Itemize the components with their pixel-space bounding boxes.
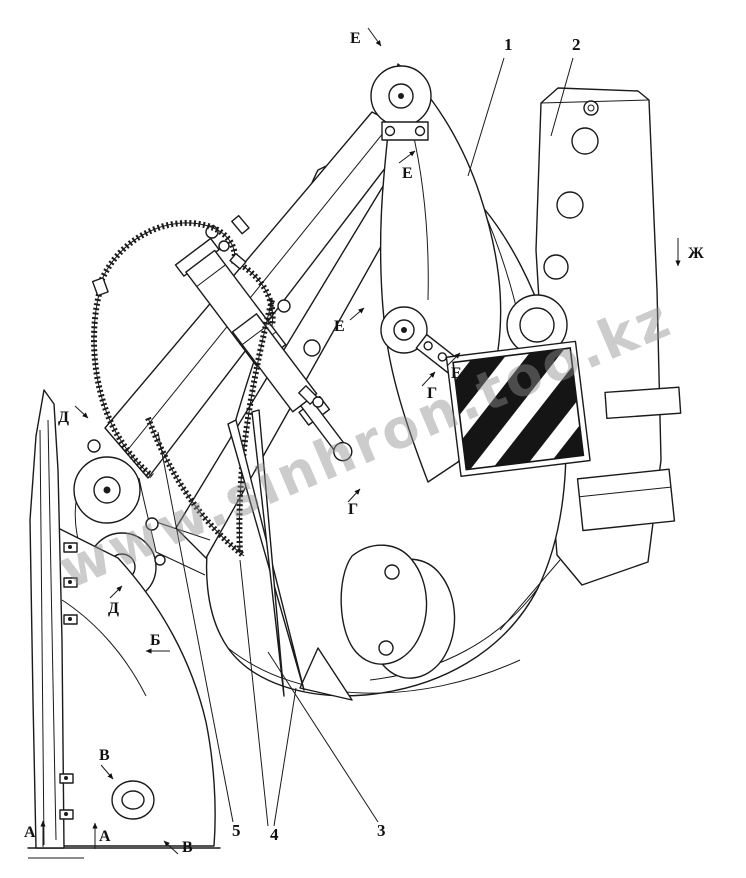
- cutting-edge-blade: [29, 389, 78, 849]
- hydraulic-hoses: [91, 219, 276, 479]
- hazard-plate: [445, 340, 591, 478]
- section-arrow: [421, 371, 436, 387]
- section-arrow: [347, 488, 361, 503]
- bucket-side-plate: [27, 527, 221, 859]
- tines: [227, 409, 305, 697]
- section-label-B: Б: [150, 632, 161, 649]
- section-label-G-upper: Г: [427, 385, 437, 402]
- section-label-Zh: Ж: [688, 245, 704, 262]
- section-label-E-top: Е: [350, 30, 361, 47]
- callout-3: 3: [377, 821, 386, 840]
- section-label-D-upper: Д: [58, 409, 69, 426]
- section-label-E-left: Е: [334, 318, 345, 335]
- section-arrow: [74, 405, 89, 419]
- section-arrow: [446, 352, 461, 367]
- section-label-V-lower: В: [182, 839, 193, 856]
- main-bearing: [506, 294, 568, 356]
- callout-5: 5: [232, 821, 241, 840]
- section-label-A-left: А: [24, 824, 36, 841]
- section-label-G-lower: Г: [348, 501, 358, 518]
- section-arrow: [163, 840, 179, 855]
- section-label-E-mid: Е: [402, 165, 413, 182]
- section-arrow: [109, 585, 123, 599]
- section-arrow: [100, 764, 114, 780]
- section-label-A-right: А: [99, 828, 111, 845]
- hydraulic-cylinder-lower: [231, 299, 353, 462]
- section-label-D-lower: Д: [108, 600, 119, 617]
- callouts: 1 2 3 4 5: [157, 35, 581, 844]
- section-markers: Е Е Е Е Ж Г Г Д Д Б В В А А: [24, 27, 704, 856]
- callout-4: 4: [270, 825, 279, 844]
- tooth-brackets: [299, 544, 456, 701]
- section-label-E-right: Е: [451, 365, 462, 382]
- callout-2: 2: [572, 35, 581, 54]
- section-arrow: [398, 150, 416, 164]
- section-arrow: [367, 27, 382, 47]
- callout-1: 1: [504, 35, 513, 54]
- section-label-V-upper: В: [99, 747, 110, 764]
- column-brackets: [576, 386, 682, 532]
- section-arrow: [349, 307, 365, 321]
- upper-boom-head: [370, 65, 432, 141]
- serrated-edge-bands: [145, 299, 275, 559]
- blade-bolts: [59, 542, 78, 820]
